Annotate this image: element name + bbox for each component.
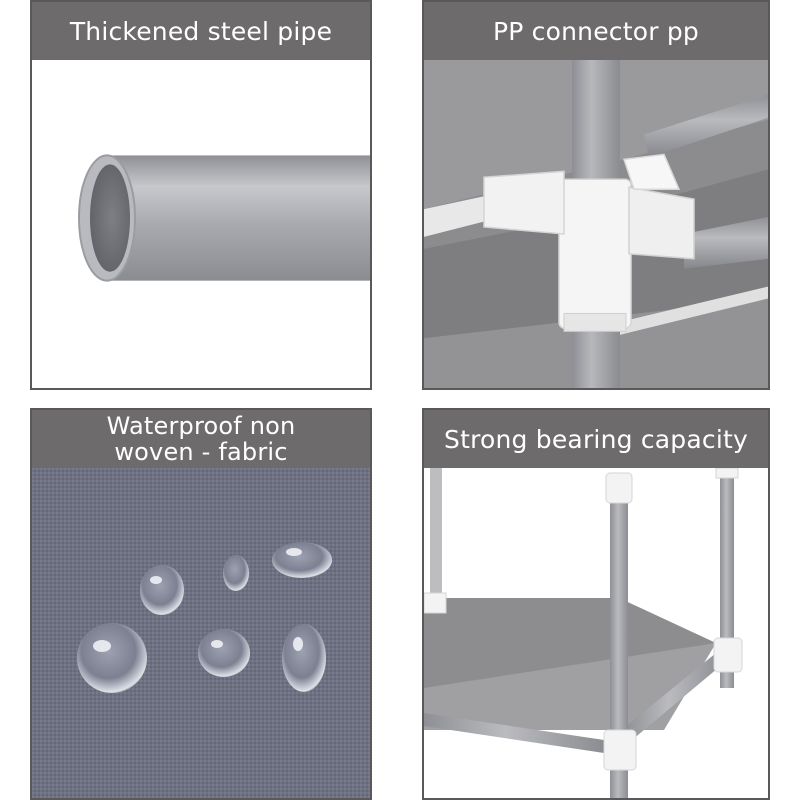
panel-title-line-1: Waterproof non <box>106 412 296 440</box>
panel-title-text: Thickened steel pipe <box>69 16 333 46</box>
steel-pipe-image <box>32 60 370 388</box>
water-droplets-illustration <box>32 468 370 798</box>
panel-title: Waterproof non woven - fabric <box>32 410 370 468</box>
panel-title: Strong bearing capacity <box>424 410 768 468</box>
steel-pipe-illustration <box>32 60 370 388</box>
pp-connector-image <box>424 60 768 388</box>
feature-panel-steel-pipe: Thickened steel pipe <box>30 0 372 390</box>
panel-title-text: PP connector pp <box>492 16 699 46</box>
feature-panel-bearing-capacity: Strong bearing capacity <box>422 408 770 800</box>
panel-title-text: Waterproof non woven - fabric <box>107 413 296 465</box>
shelf-frame-illustration <box>424 468 768 798</box>
panel-title-text: Strong bearing capacity <box>444 424 748 454</box>
fabric-droplets-image <box>32 468 370 798</box>
panel-title-line-2: woven - fabric <box>114 438 288 466</box>
shelf-frame-image <box>424 468 768 798</box>
pp-connector-illustration <box>424 60 768 388</box>
feature-panel-waterproof-fabric: Waterproof non woven - fabric <box>30 408 372 800</box>
panel-title: PP connector pp <box>424 2 768 60</box>
water-drops <box>77 542 332 693</box>
feature-panel-pp-connector: PP connector pp <box>422 0 770 390</box>
panel-title: Thickened steel pipe <box>32 2 370 60</box>
